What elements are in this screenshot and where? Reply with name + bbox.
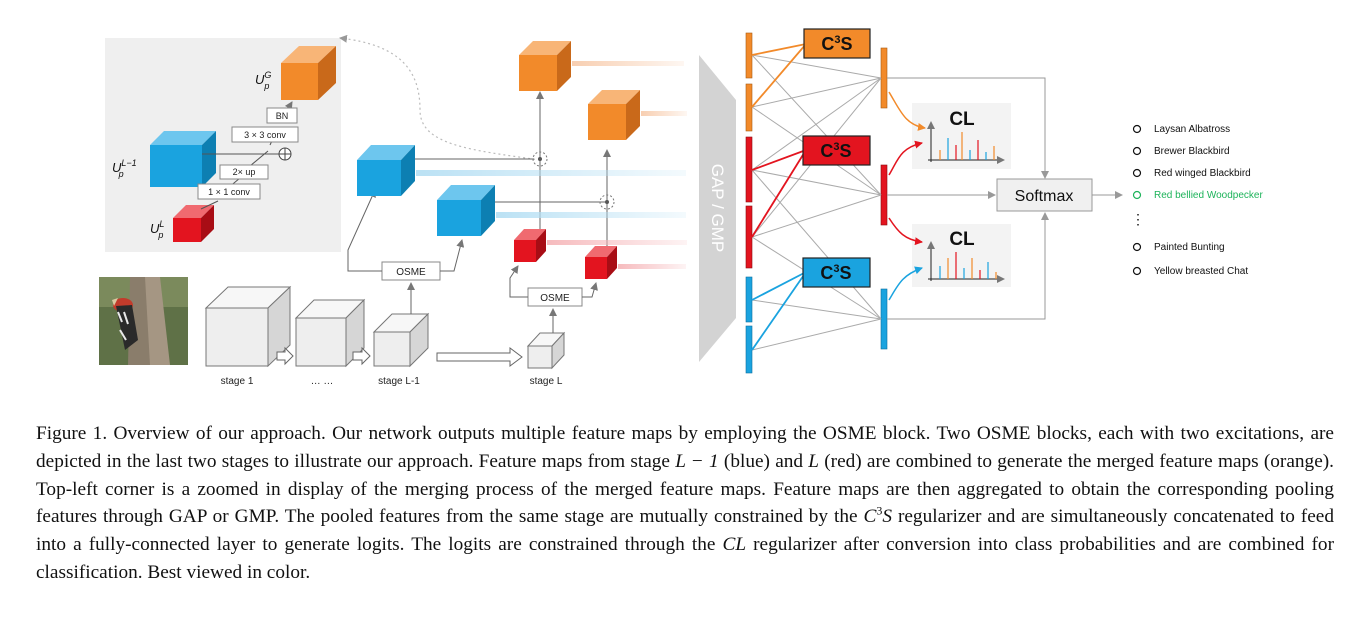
class-item-selected: Red bellied Woodpecker	[1132, 190, 1263, 201]
sum-node	[278, 147, 292, 161]
bn-box: BN	[266, 107, 298, 124]
conv3-box: 3 × 3 conv	[231, 126, 299, 143]
blue-cube-2	[437, 185, 495, 236]
svg-text:3 × 3 conv: 3 × 3 conv	[244, 130, 286, 140]
cl-panel-top: CL	[912, 103, 1011, 169]
red-cube-1	[514, 229, 546, 262]
svg-text:Red winged Blackbird: Red winged Blackbird	[1154, 168, 1251, 179]
zoom-link	[339, 34, 541, 161]
svg-text:CL: CL	[949, 229, 975, 250]
class-item: Yellow breasted Chat	[1132, 266, 1248, 277]
svg-text:C3S: C3S	[820, 263, 851, 283]
svg-text:Brewer Blackbird: Brewer Blackbird	[1154, 146, 1230, 157]
stage-l1-cube	[372, 312, 430, 368]
svg-text:OSME: OSME	[396, 267, 426, 278]
svg-text:2× up: 2× up	[233, 167, 256, 177]
class-item: Laysan Albatross	[1132, 124, 1230, 135]
fc-connections	[751, 54, 882, 351]
class-ellipsis: ⋮	[1131, 211, 1145, 227]
svg-text:Painted Bunting: Painted Bunting	[1154, 242, 1225, 253]
c3s-box-orange: C3S	[803, 28, 871, 59]
stage-l1-label: stage L-1	[378, 376, 420, 387]
stage-dots-label: … …	[311, 376, 334, 387]
cube-ug	[281, 46, 336, 100]
orange-cube-2	[588, 90, 640, 140]
svg-text:C3S: C3S	[820, 141, 851, 161]
class-item: Red winged Blackbird	[1132, 168, 1251, 179]
up-box: 2× up	[219, 164, 269, 180]
stage-l-cube	[526, 331, 566, 370]
figure-caption: Figure 1. Overview of our approach. Our …	[36, 423, 1334, 583]
svg-text:OSME: OSME	[540, 293, 570, 304]
c3s-box-red: C3S	[802, 135, 871, 166]
class-list: Laysan Albatross Brewer Blackbird Red wi…	[1131, 124, 1263, 277]
stage-l-label: stage L	[530, 376, 563, 387]
softmax-box: Softmax	[996, 178, 1093, 212]
svg-text:Red bellied Woodpecker: Red bellied Woodpecker	[1154, 190, 1263, 201]
svg-text:1 × 1 conv: 1 × 1 conv	[208, 187, 250, 197]
red-cube-2	[585, 246, 617, 279]
class-item: Painted Bunting	[1132, 242, 1225, 253]
c3s-box-blue: C3S	[802, 257, 871, 288]
bird-photo	[99, 277, 188, 365]
cl-panel-bottom: CL	[912, 224, 1011, 287]
orange-cube-1	[519, 41, 571, 91]
stage-mid-cube	[294, 298, 366, 368]
svg-text:Softmax: Softmax	[1015, 188, 1074, 205]
stage-1-cube	[204, 285, 292, 368]
svg-text:Laysan Albatross: Laysan Albatross	[1154, 124, 1230, 135]
svg-text:BN: BN	[276, 111, 289, 121]
osme-block-b: OSME	[527, 287, 583, 307]
stage-arrows	[276, 346, 523, 367]
svg-text:CL: CL	[949, 109, 975, 130]
class-item: Brewer Blackbird	[1132, 146, 1230, 157]
pooled-features	[745, 32, 888, 374]
osme-block-a: OSME	[381, 261, 441, 281]
c3s-links	[751, 43, 807, 351]
gap-gmp-block: GAP / GMP	[699, 55, 736, 362]
conv1-box: 1 × 1 conv	[197, 183, 261, 200]
svg-text:C3S: C3S	[821, 34, 852, 54]
svg-text:Yellow breasted Chat: Yellow breasted Chat	[1154, 266, 1248, 277]
feature-flow-arrows	[416, 61, 687, 269]
cube-ul1	[150, 131, 216, 187]
blue-cube-1	[357, 145, 415, 196]
svg-text:GAP / GMP: GAP / GMP	[708, 164, 727, 253]
stage-1-label: stage 1	[221, 376, 254, 387]
